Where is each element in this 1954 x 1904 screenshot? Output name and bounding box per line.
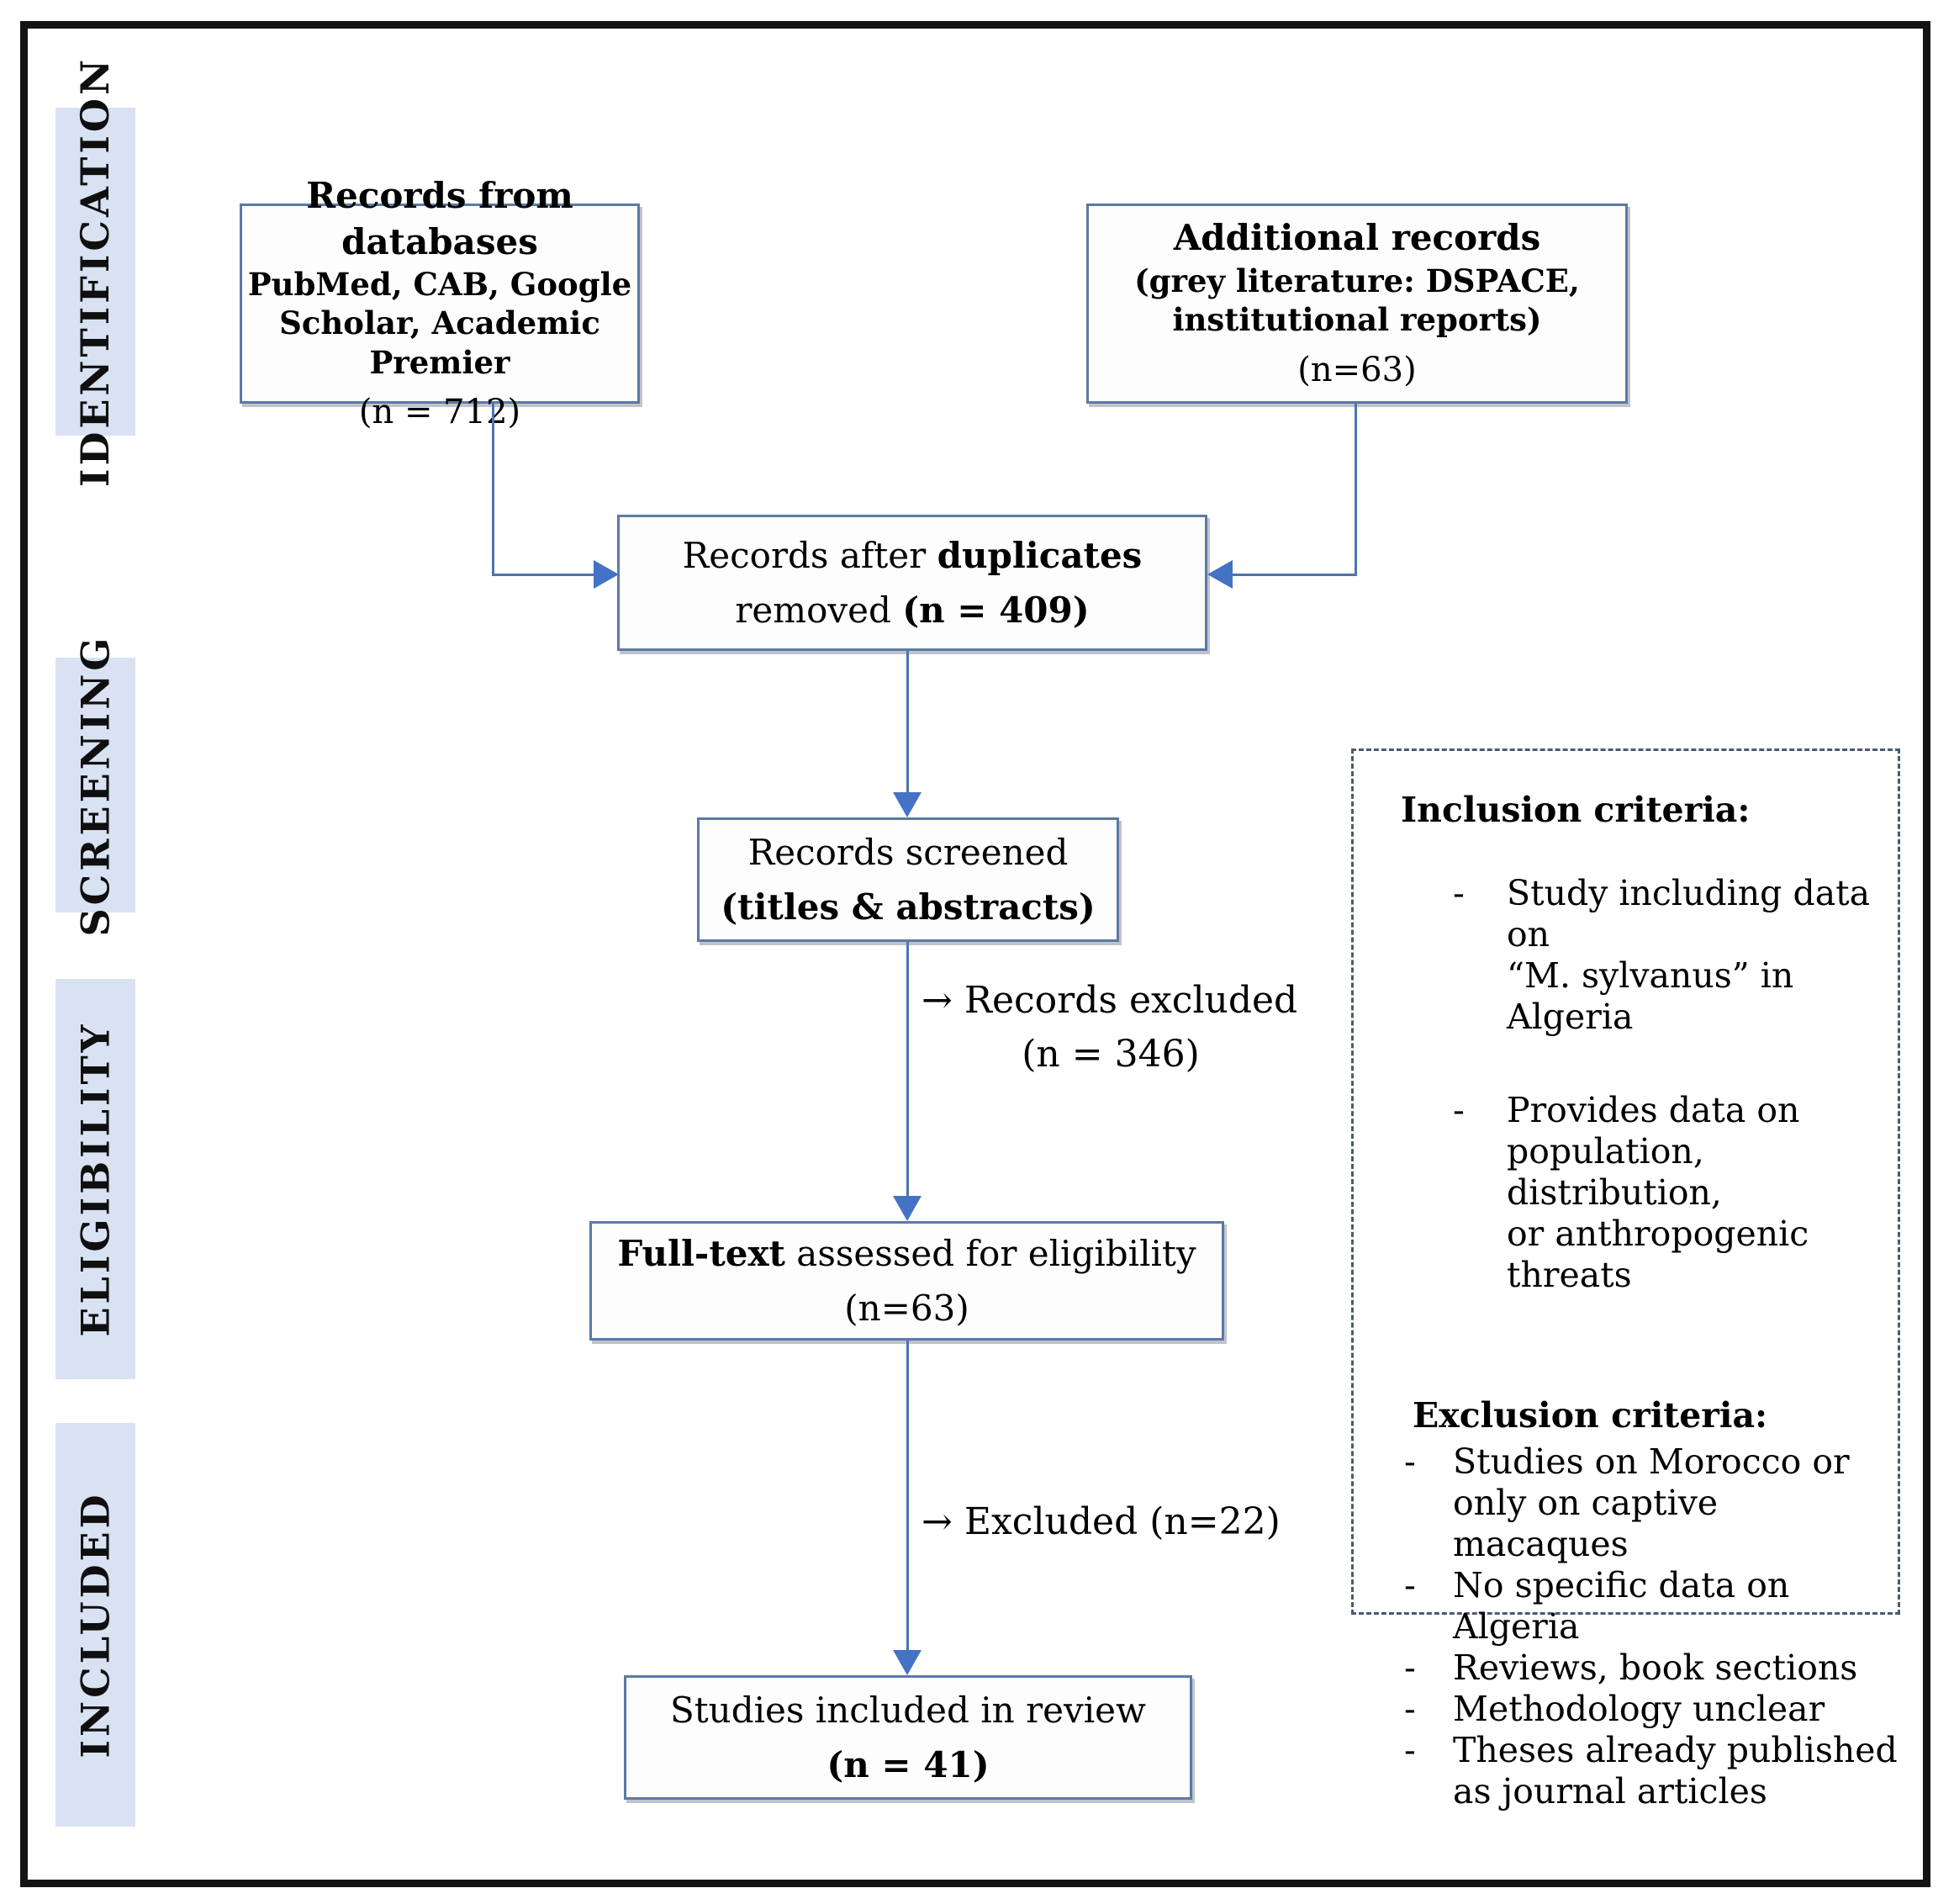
flow-box-duplicates-removed: Records after duplicates removed (n = 40… bbox=[617, 515, 1207, 651]
stage-label-text: IDENTIFICATION bbox=[72, 56, 119, 488]
list-item-text: Study including data on “M. sylvanus” in… bbox=[1507, 873, 1871, 1037]
connector-line bbox=[906, 942, 909, 1199]
criteria-panel: Inclusion criteria: - Study including da… bbox=[1351, 748, 1900, 1811]
connector-line bbox=[906, 651, 909, 796]
right-arrow-icon: → bbox=[922, 1500, 953, 1543]
arrowhead-down bbox=[893, 1650, 922, 1675]
list-item: - Methodology unclear bbox=[1354, 1689, 1898, 1730]
box-source-line: PubMed, CAB, Google bbox=[247, 266, 632, 304]
exclusion-criteria-heading: Exclusion criteria: bbox=[1413, 1395, 1768, 1436]
box-text-line: Records screened bbox=[747, 831, 1069, 873]
bullet-dash: - bbox=[1404, 1689, 1416, 1729]
bullet-dash: - bbox=[1404, 1647, 1416, 1688]
list-item: - Study including data on “M. sylvanus” … bbox=[1354, 873, 1898, 1038]
box-text-line: (n = 41) bbox=[826, 1744, 990, 1785]
box-text-line: removed (n = 409) bbox=[735, 590, 1090, 631]
arrowhead-right bbox=[594, 560, 619, 589]
stage-label-text: INCLUDED bbox=[72, 1491, 119, 1759]
right-arrow-icon: → bbox=[922, 979, 953, 1022]
flow-box-fulltext-assessed: Full-text assessed for eligibility (n=63… bbox=[589, 1221, 1224, 1341]
inclusion-criteria-list: - Study including data on “M. sylvanus” … bbox=[1354, 873, 1898, 1296]
box-source-line: (grey literature: DSPACE, bbox=[1134, 262, 1580, 300]
flow-box-additional-records: Additional records (grey literature: DSP… bbox=[1086, 204, 1628, 404]
box-text-line: Studies included in review bbox=[670, 1689, 1146, 1731]
stage-label-identification: IDENTIFICATION bbox=[55, 56, 135, 487]
stage-label-screening: SCREENING bbox=[55, 634, 135, 936]
box-title: Additional records bbox=[1173, 217, 1541, 259]
connector-line bbox=[1230, 574, 1357, 576]
bullet-dash: - bbox=[1404, 1565, 1416, 1605]
list-item-text: Studies on Morocco or only on captive ma… bbox=[1453, 1441, 1850, 1564]
annotation-text: → Records excluded bbox=[922, 979, 1298, 1022]
annotation-text: → Excluded (n=22) bbox=[922, 1500, 1281, 1543]
box-source-line: Scholar, Academic Premier bbox=[279, 304, 600, 381]
list-item-text: Methodology unclear bbox=[1453, 1689, 1825, 1729]
connector-line bbox=[492, 403, 494, 576]
arrowhead-down bbox=[893, 1196, 922, 1221]
connector-line bbox=[906, 1341, 909, 1653]
box-source-line: institutional reports) bbox=[1172, 301, 1542, 339]
box-title: Records from databases bbox=[306, 175, 573, 262]
exclusion-criteria-list: - Studies on Morocco or only on captive … bbox=[1354, 1441, 1898, 1812]
inclusion-criteria-heading: Inclusion criteria: bbox=[1401, 790, 1751, 830]
bullet-dash: - bbox=[1453, 873, 1465, 913]
box-text-line: (n=63) bbox=[844, 1288, 969, 1329]
box-text-line: Full-text assessed for eligibility bbox=[617, 1232, 1196, 1274]
connector-line bbox=[492, 574, 596, 576]
annotation-records-excluded: → Records excluded (n = 346) bbox=[922, 974, 1300, 1082]
list-item: - Reviews, book sections bbox=[1354, 1647, 1898, 1689]
bullet-dash: - bbox=[1453, 1090, 1465, 1130]
bullet-dash: - bbox=[1404, 1441, 1416, 1482]
connector-line bbox=[1355, 403, 1357, 576]
box-text-line: (titles & abstracts) bbox=[721, 886, 1096, 928]
box-count: (n = 712) bbox=[358, 392, 521, 431]
stage-label-included: INCLUDED bbox=[55, 1423, 135, 1827]
list-item-text: Reviews, book sections bbox=[1453, 1647, 1858, 1688]
list-item: - Studies on Morocco or only on captive … bbox=[1354, 1441, 1898, 1565]
annotation-count: (n = 346) bbox=[1022, 1032, 1200, 1076]
annotation-fulltext-excluded: → Excluded (n=22) bbox=[922, 1495, 1281, 1549]
list-item: - No specific data on Algeria bbox=[1354, 1565, 1898, 1647]
flow-box-records-screened: Records screened (titles & abstracts) bbox=[697, 817, 1119, 942]
list-item-text: No specific data on Algeria bbox=[1453, 1565, 1790, 1647]
list-item-text: Theses already published as journal arti… bbox=[1453, 1730, 1898, 1811]
flow-box-records-from-databases: Records from databases PubMed, CAB, Goog… bbox=[240, 175, 640, 431]
box-count: (n=63) bbox=[1297, 350, 1417, 389]
arrowhead-left bbox=[1207, 560, 1233, 589]
list-item: - Provides data on population, distribut… bbox=[1354, 1090, 1898, 1296]
bullet-dash: - bbox=[1404, 1730, 1416, 1770]
box-text-line: Records after duplicates bbox=[682, 534, 1143, 576]
arrowhead-down bbox=[893, 792, 922, 817]
outer-frame bbox=[20, 21, 1930, 1887]
list-item-text: Provides data on population, distributio… bbox=[1507, 1090, 1809, 1295]
stage-label-text: SCREENING bbox=[72, 633, 119, 937]
stage-label-text: ELIGIBILITY bbox=[72, 1021, 119, 1337]
flow-box-studies-included: Studies included in review (n = 41) bbox=[624, 1675, 1192, 1800]
list-item: - Theses already published as journal ar… bbox=[1354, 1730, 1898, 1812]
stage-label-eligibility: ELIGIBILITY bbox=[55, 979, 135, 1379]
